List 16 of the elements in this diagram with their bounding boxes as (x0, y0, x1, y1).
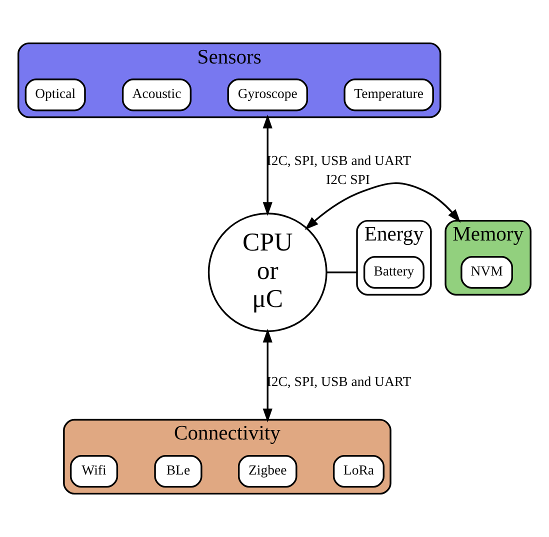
connector (326, 272, 357, 274)
edge-label: I2C SPI (326, 172, 370, 188)
arrow (304, 182, 461, 230)
node-box: BLe (154, 455, 202, 488)
node-box: Battery (363, 256, 424, 289)
node-box: Zigbee (238, 455, 298, 488)
node-box: LoRa (332, 455, 385, 488)
node-box: Gyroscope (227, 78, 308, 112)
arrow (262, 328, 272, 422)
node-box: Wifi (70, 455, 118, 488)
node-box: Temperature (344, 78, 434, 112)
arrow (262, 114, 272, 216)
node-box: Acoustic (122, 78, 192, 112)
node-circle: CPU or μC (208, 212, 328, 332)
node-box: Optical (24, 78, 86, 112)
node-box: NVM (460, 256, 513, 289)
